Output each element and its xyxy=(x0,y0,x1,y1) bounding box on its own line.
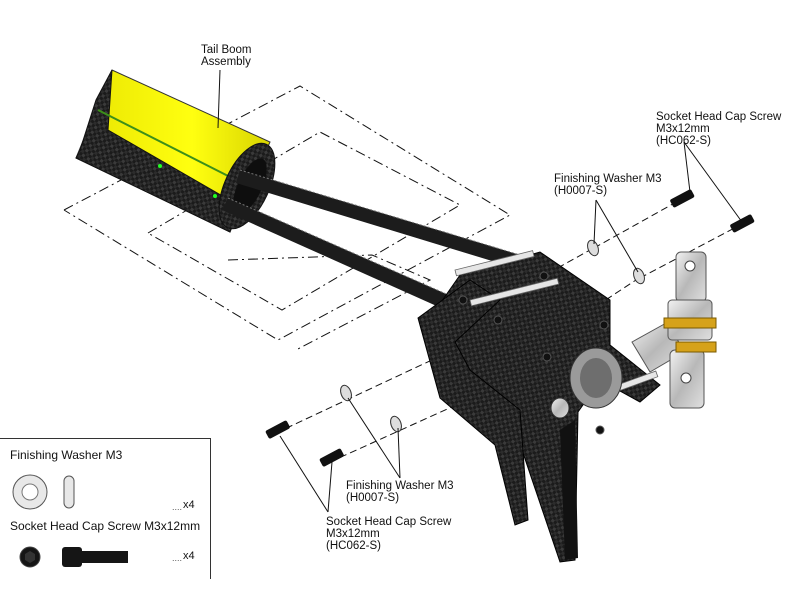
parts-list-item-screw-qty: x4 xyxy=(183,550,195,562)
parts-list-item-screw-dots: .... xyxy=(172,553,183,563)
tail-boom-label: Tail Boom Assembly xyxy=(201,44,252,68)
tail-hub-grips xyxy=(631,251,717,409)
screw-label-bottom: Socket Head Cap Screw M3x12mm (HC062-S) xyxy=(326,516,452,552)
screw-label-top: Socket Head Cap Screw M3x12mm (HC062-S) xyxy=(656,111,782,147)
parts-list-item-washer-dots: .... xyxy=(172,502,183,512)
tail-case-plates xyxy=(417,250,661,563)
parts-list-item-washer-qty: x4 xyxy=(183,499,195,511)
callout-pointers xyxy=(217,69,743,513)
drive-belt xyxy=(222,169,521,312)
exploded-outline-planes xyxy=(63,85,512,351)
washer-label-top: Finishing Washer M3 (H0007-S) xyxy=(554,173,662,197)
parts-list-icons xyxy=(12,474,128,568)
parts-list-box xyxy=(0,438,211,579)
parts-list-item-screw-name: Socket Head Cap Screw M3x12mm xyxy=(10,519,201,533)
washer-label-bottom: Finishing Washer M3 (H0007-S) xyxy=(346,480,454,504)
exploded-hardware xyxy=(265,189,755,467)
parts-list-item-washer-name: Finishing Washer M3 xyxy=(10,448,123,462)
